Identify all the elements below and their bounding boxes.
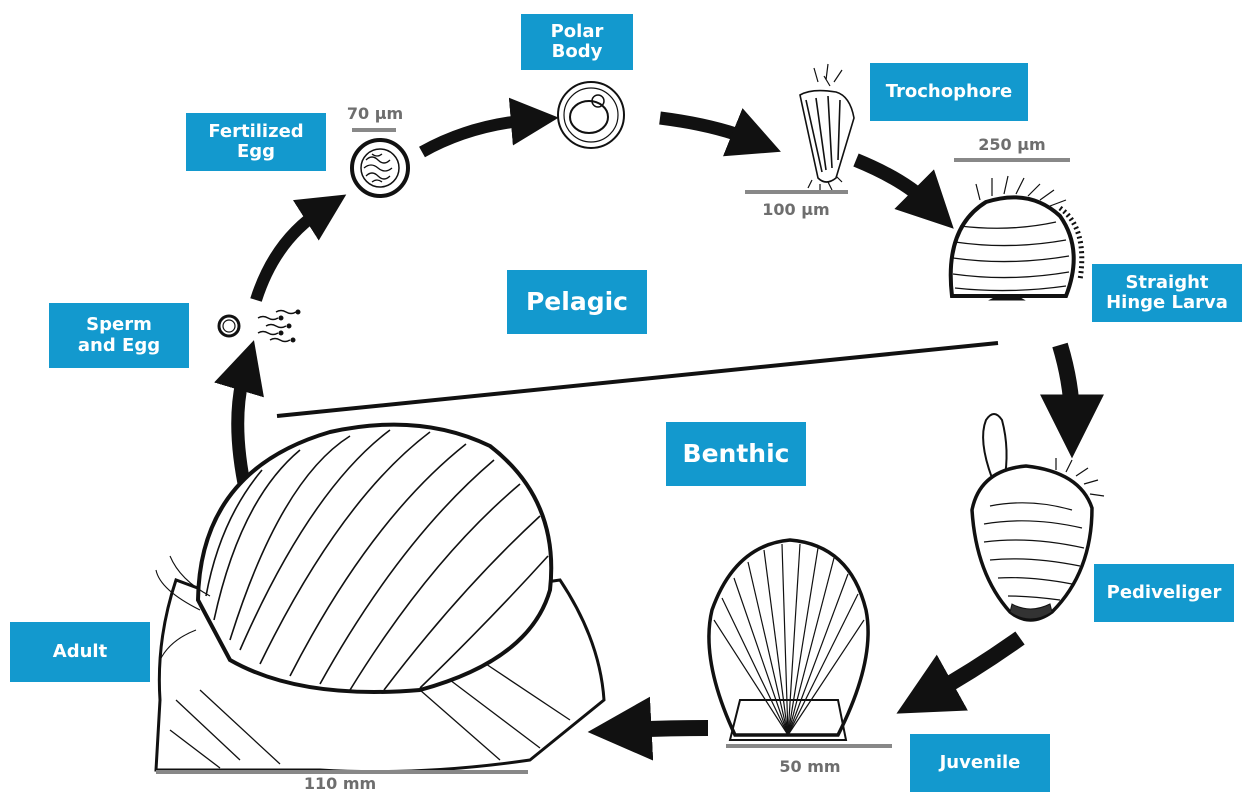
- label-pediveliger: Pediveliger: [1094, 564, 1234, 622]
- arrow-fertilized-egg-to-polar-body: [422, 120, 530, 152]
- scale-label-egg: 70 µm: [335, 104, 415, 123]
- scale-label-hinge-larva: 250 µm: [962, 135, 1062, 154]
- trochophore-illustration: [800, 64, 854, 192]
- label-trochophore: Trochophore: [870, 63, 1028, 121]
- label-adult: Adult: [10, 622, 150, 682]
- scale-label-juvenile: 50 mm: [760, 757, 860, 776]
- arrow-juvenile-to-adult: [626, 728, 708, 730]
- arrow-polar-body-to-trochophore: [660, 118, 752, 140]
- straight-hinge-larva-illustration: [951, 176, 1082, 300]
- label-fertilized-egg: Fertilized Egg: [186, 113, 326, 171]
- scale-label-trochophore: 100 µm: [746, 200, 846, 219]
- arrow-sperm-to-fertilized-egg: [256, 210, 322, 300]
- pelagic-benthic-divider: [277, 343, 998, 416]
- label-benthic: Benthic: [666, 422, 806, 486]
- arrow-hinge-larva-to-pediveliger: [1060, 345, 1072, 420]
- juvenile-scallop-illustration: [709, 540, 868, 740]
- pediveliger-illustration: [972, 414, 1104, 620]
- label-sperm-and-egg: Sperm and Egg: [49, 303, 189, 368]
- fertilized-egg-illustration: [352, 140, 408, 196]
- sperm-and-egg-illustration: [219, 310, 300, 342]
- label-polar-body: Polar Body: [521, 14, 633, 70]
- arrow-trochophore-to-hinge-larva: [856, 160, 930, 205]
- arrow-adult-to-sperm: [238, 370, 246, 493]
- adult-scallop-illustration: [156, 425, 604, 772]
- arrow-pediveliger-to-juvenile: [930, 638, 1020, 695]
- label-straight-hinge-larva: Straight Hinge Larva: [1092, 264, 1242, 322]
- label-pelagic: Pelagic: [507, 270, 647, 334]
- scale-label-adult: 110 mm: [290, 774, 390, 793]
- label-juvenile: Juvenile: [910, 734, 1050, 792]
- polar-body-illustration: [558, 82, 624, 148]
